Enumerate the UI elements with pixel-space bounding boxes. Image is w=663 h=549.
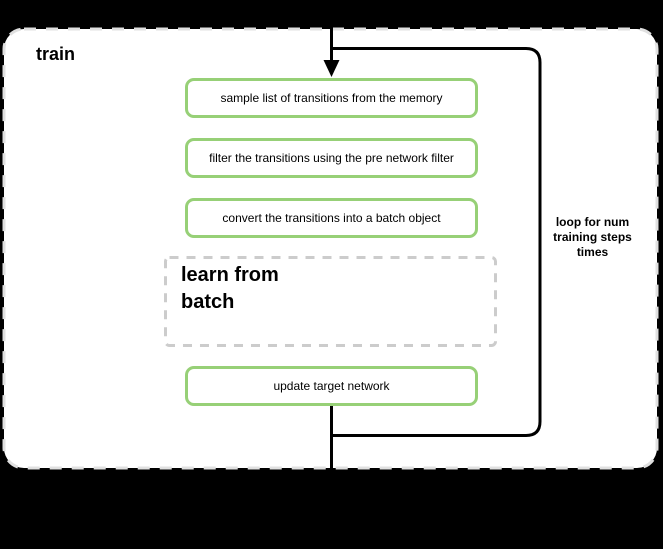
arrow-down-icon: [323, 60, 340, 77]
train-container-box: [2, 27, 659, 470]
subprocess-box: [164, 256, 497, 347]
subprocess-label: learn from batch: [181, 264, 279, 313]
step-sample-transitions: sample list of transitions from the memo…: [185, 78, 478, 118]
loop-annotation: loop for num training steps times: [553, 215, 632, 259]
step-update-target-network: update target network: [185, 366, 478, 406]
step-convert-to-batch: convert the transitions into a batch obj…: [185, 198, 478, 238]
container-title: train: [36, 44, 76, 64]
step-filter-transitions: filter the transitions using the pre net…: [185, 138, 478, 178]
loop-back-path: [333, 47, 542, 437]
